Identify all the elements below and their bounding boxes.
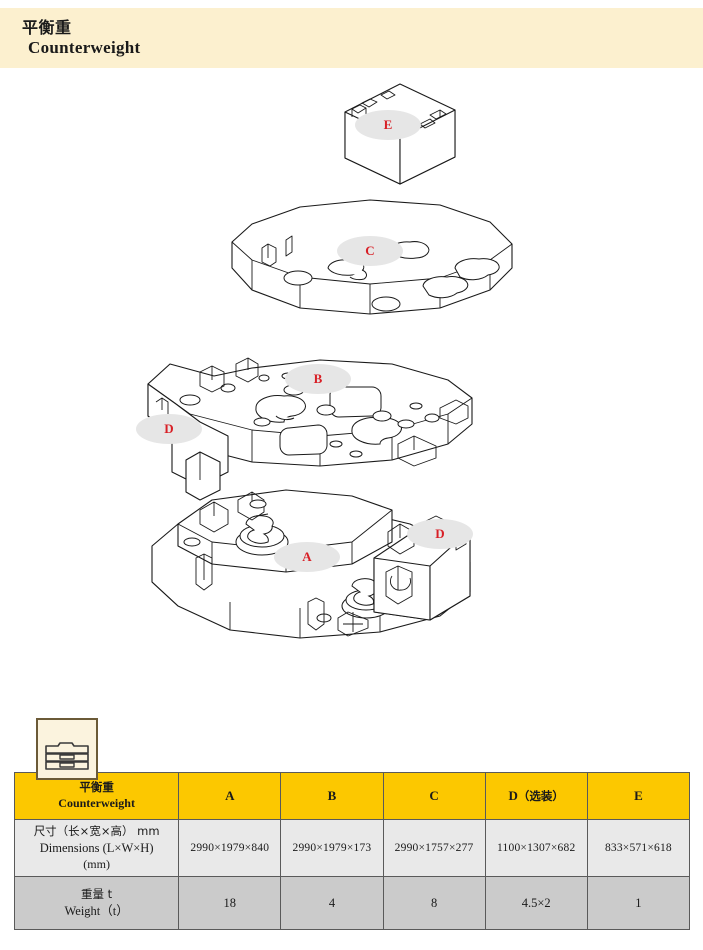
- callout-b: B: [285, 364, 351, 394]
- dimensions-label-unit: (mm): [83, 856, 110, 871]
- column-letter-a: A: [225, 788, 235, 803]
- callout-label-c: C: [365, 243, 374, 258]
- counterweight-stack-icon: [36, 718, 98, 780]
- weight-value-a: 18: [178, 876, 282, 930]
- callout-d-left: D: [136, 414, 202, 444]
- weight-value-d: 4.5×2: [484, 876, 588, 930]
- callout-c: C: [337, 236, 403, 266]
- dimensions-label-en: Dimensions (L×W×H): [39, 841, 154, 856]
- page-title-english: Counterweight: [28, 38, 141, 57]
- callout-d-right: D: [407, 519, 473, 549]
- column-letter-e: E: [634, 788, 643, 803]
- counterweight-exploded-diagram: E C B D A D: [0, 72, 703, 692]
- header-cell-e: E: [586, 772, 691, 820]
- dimensions-value-c: 2990×1757×277: [382, 819, 486, 877]
- column-letter-c: C: [429, 788, 439, 803]
- weight-value-c: 8: [382, 876, 486, 930]
- header-label-cn: 平衡重: [79, 780, 114, 795]
- weight-row-label: 重量 t Weight（t）: [13, 876, 180, 930]
- stacked-plates-glyph: [45, 742, 89, 770]
- callout-label-a: A: [302, 549, 312, 564]
- header-cell-label: 平衡重 Counterweight: [13, 772, 180, 820]
- table-row-dimensions: 尺寸（长×宽×高） mm Dimensions (L×W×H) (mm) 299…: [13, 819, 691, 877]
- callout-label-e: E: [384, 117, 393, 132]
- header-cell-d: D（选装）: [484, 772, 588, 820]
- callout-e: E: [355, 110, 421, 140]
- column-d-optional-tag: （选装）: [517, 789, 564, 803]
- header-cell-a: A: [178, 772, 282, 820]
- table-header-row: 平衡重 Counterweight A B C D（选装） E: [13, 772, 691, 820]
- weight-label-en: Weight（t）: [64, 903, 129, 918]
- table-row-weight: 重量 t Weight（t） 18 4 8 4.5×2 1: [13, 876, 691, 930]
- weight-value-b: 4: [280, 876, 384, 930]
- dimensions-value-a: 2990×1979×840: [178, 819, 282, 877]
- dimensions-value-d: 1100×1307×682: [484, 819, 588, 877]
- dimensions-row-label: 尺寸（长×宽×高） mm Dimensions (L×W×H) (mm): [13, 819, 180, 877]
- dimensions-value-e: 833×571×618: [586, 819, 691, 877]
- header-cell-b: B: [280, 772, 384, 820]
- weight-value-e: 1: [586, 876, 691, 930]
- callout-label-d-right: D: [435, 526, 444, 541]
- column-letter-b: B: [327, 788, 337, 803]
- lifting-eye-detail: [235, 513, 289, 556]
- counterweight-spec-table: 平衡重 Counterweight A B C D（选装） E 尺寸（长×宽×高…: [13, 772, 691, 930]
- dimensions-label-cn: 尺寸（长×宽×高） mm: [33, 824, 160, 839]
- weight-label-cn: 重量 t: [81, 887, 113, 902]
- page-title-banner: 平衡重 Counterweight: [0, 8, 703, 68]
- callout-label-b: B: [314, 371, 323, 386]
- callout-label-d-left: D: [164, 421, 173, 436]
- column-letter-d: D: [508, 788, 518, 803]
- dimensions-value-b: 2990×1979×173: [280, 819, 384, 877]
- callout-a: A: [274, 542, 340, 572]
- header-cell-c: C: [382, 772, 486, 820]
- page-title-chinese: 平衡重: [22, 18, 72, 37]
- header-label-en: Counterweight: [58, 795, 135, 810]
